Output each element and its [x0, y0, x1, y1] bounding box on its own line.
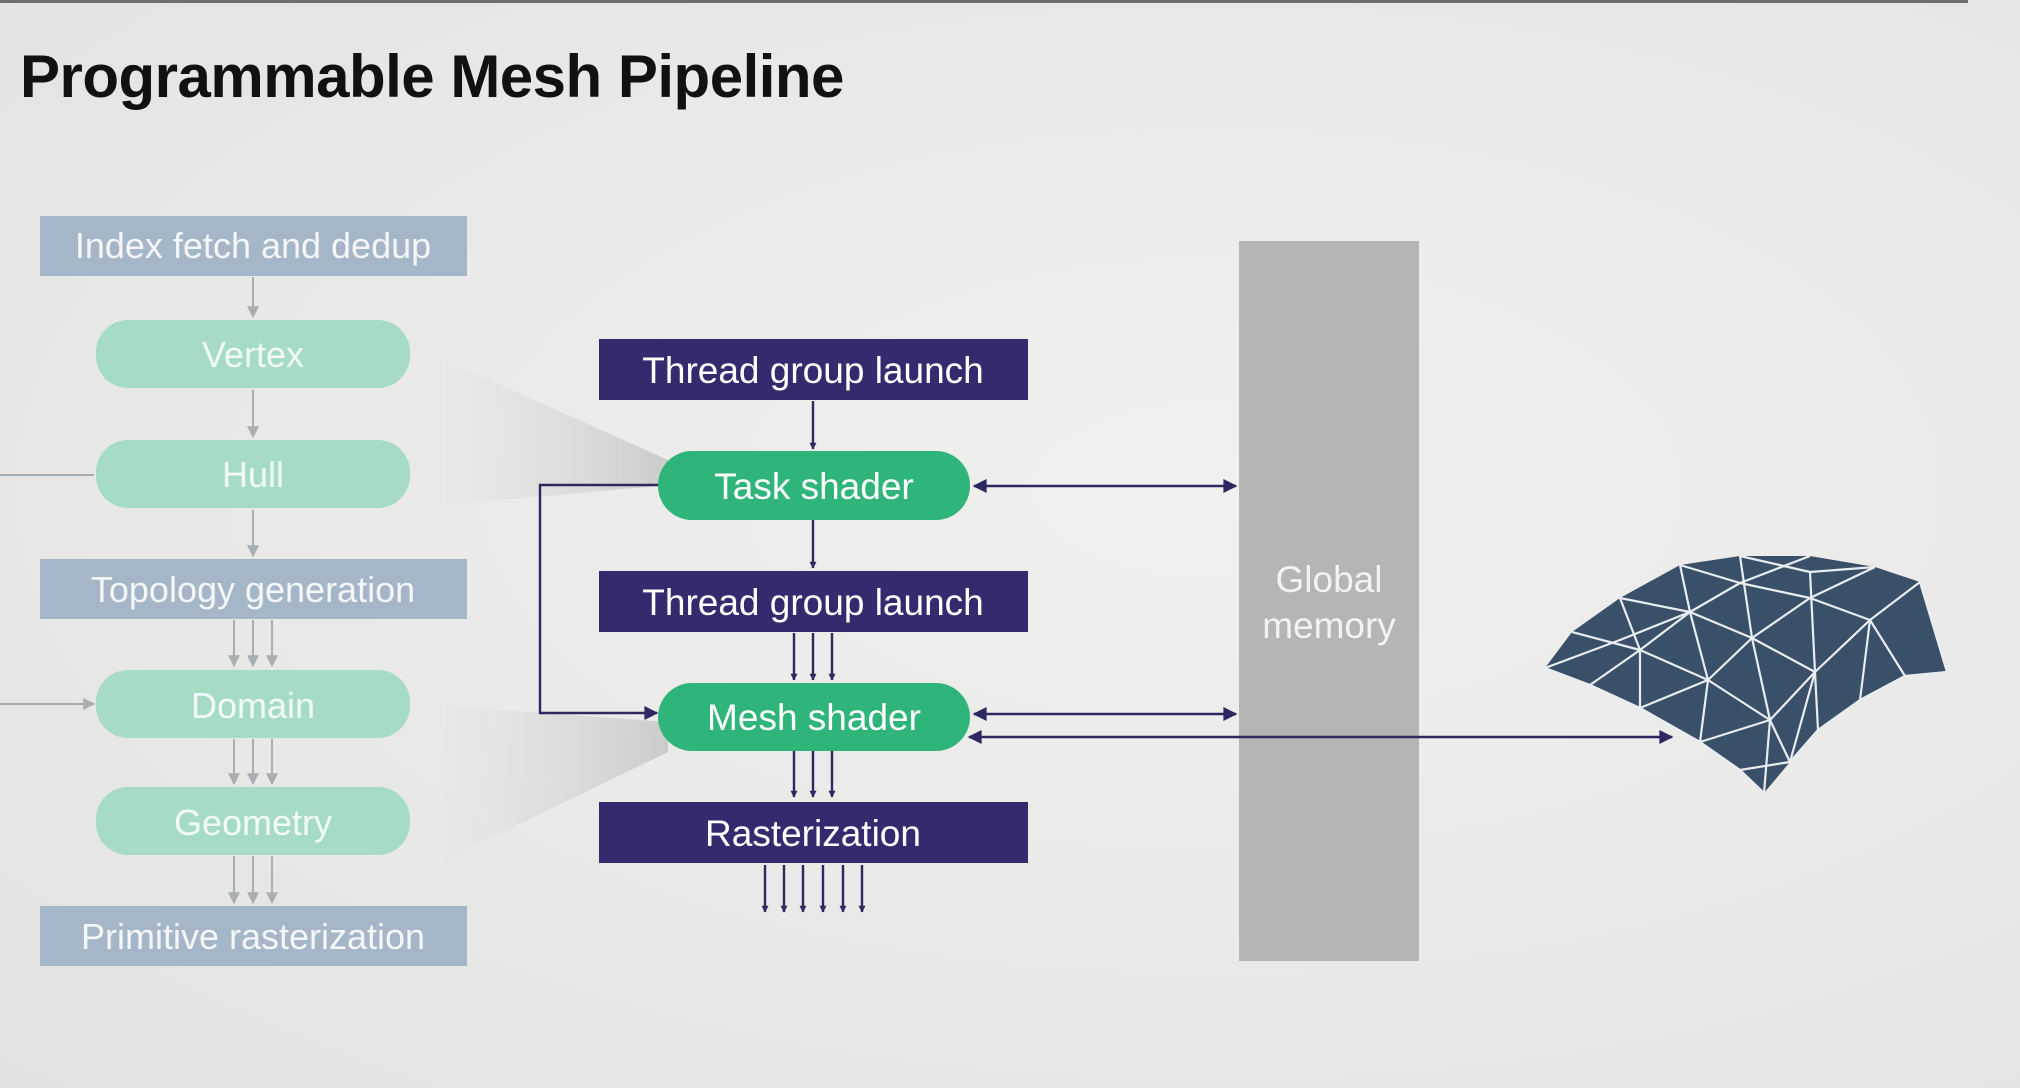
stage-thread-group-launch-2: Thread group launch: [599, 571, 1028, 632]
mesh-shader-mapping-fan: [445, 706, 668, 860]
stage-thread-group-launch-1: Thread group launch: [599, 339, 1028, 400]
triangle-mesh-icon: [1544, 554, 1949, 794]
stage-rasterization: Rasterization: [599, 802, 1028, 863]
legacy-stage-topology: Topology generation: [40, 559, 467, 619]
legacy-stage-geometry: Geometry: [96, 787, 410, 855]
stage-label: Rasterization: [705, 813, 921, 854]
stage-label: Geometry: [174, 802, 332, 843]
global-memory-label-line1: Global: [1276, 559, 1383, 600]
stage-label: Vertex: [202, 334, 304, 375]
top-divider: [0, 0, 1968, 3]
legacy-stage-index-fetch: Index fetch and dedup: [40, 216, 467, 276]
mesh-pipeline-arrows: [538, 401, 1674, 913]
stage-label: Index fetch and dedup: [75, 225, 431, 266]
legacy-stage-hull: Hull: [96, 440, 410, 508]
global-memory-label-line2: memory: [1262, 605, 1396, 646]
stage-mesh-shader: Mesh shader: [658, 683, 970, 751]
legacy-pipeline: Index fetch and dedup Vertex Hull Topolo…: [0, 216, 467, 966]
task-to-mesh-bypass-arrow: [538, 483, 660, 720]
legacy-stage-primitive-rasterization: Primitive rasterization: [40, 906, 467, 966]
stage-label: Task shader: [714, 466, 914, 507]
stage-label: Mesh shader: [707, 697, 921, 738]
stage-label: Hull: [222, 454, 284, 495]
page-title: Programmable Mesh Pipeline: [20, 43, 844, 110]
mesh-pipeline: Thread group launch Task shader Thread g…: [599, 339, 1028, 863]
stage-label: Thread group launch: [642, 582, 983, 623]
legacy-stage-vertex: Vertex: [96, 320, 410, 388]
stage-task-shader: Task shader: [658, 451, 970, 520]
stage-label: Domain: [191, 685, 315, 726]
task-shader-mapping-fan: [445, 360, 668, 505]
stage-label: Primitive rasterization: [81, 916, 425, 957]
global-memory-block: Global memory: [1239, 241, 1419, 961]
stage-label: Thread group launch: [642, 350, 983, 391]
stage-label: Topology generation: [91, 569, 415, 610]
legacy-stage-domain: Domain: [96, 670, 410, 738]
